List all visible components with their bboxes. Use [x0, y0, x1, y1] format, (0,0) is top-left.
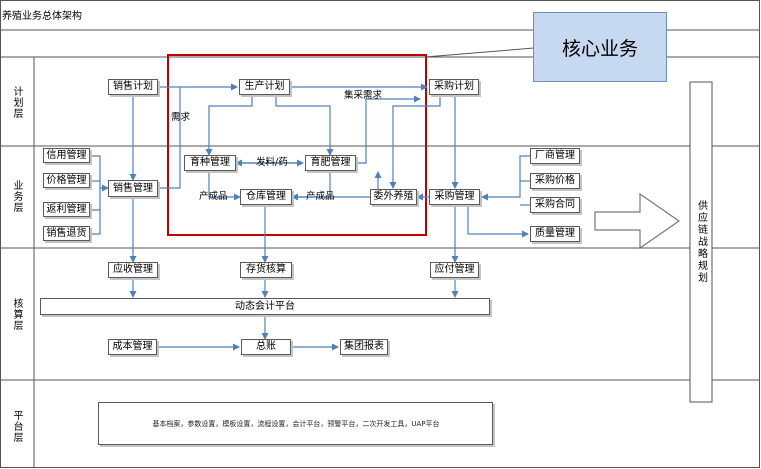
- node-fattening-mgmt: 育肥管理: [305, 155, 356, 171]
- node-purchase-mgmt: 采购管理: [429, 189, 480, 205]
- node-price-mgmt: 价格管理: [43, 173, 90, 188]
- node-payable-mgmt: 应付管理: [430, 262, 479, 278]
- node-rebate-mgmt: 返利管理: [43, 202, 90, 217]
- node-receivable-mgmt: 应收管理: [108, 262, 158, 278]
- layer-label-accounting: 核算层: [11, 298, 22, 331]
- edge-label-finished-right: 产成品: [306, 191, 335, 202]
- node-credit-mgmt: 信用管理: [43, 148, 90, 163]
- node-breeding-mgmt: 育种管理: [184, 155, 236, 171]
- edge-label-feed-medicine: 发料/药: [256, 157, 288, 168]
- right-arrow-icon: [594, 192, 681, 250]
- node-sales-return: 销售退货: [43, 226, 90, 241]
- node-inventory-accounting: 存货核算: [240, 262, 292, 278]
- platform-box: [98, 402, 493, 445]
- edge-label-centralized-demand: 集采需求: [344, 90, 383, 101]
- page-title: 养殖业务总体架构: [2, 11, 82, 22]
- node-purchase-plan: 采购计划: [429, 79, 479, 95]
- node-group-report: 集团报表: [340, 339, 388, 355]
- node-accounting-platform: 动态会计平台: [40, 298, 490, 315]
- layer-label-business: 业务层: [11, 180, 22, 213]
- layer-label-plan: 计划层: [11, 86, 22, 119]
- node-outsourced-breeding: 委外养殖: [370, 189, 417, 205]
- edge-label-finished-left: 产成品: [199, 191, 228, 202]
- node-production-plan: 生产计划: [239, 79, 290, 95]
- core-business-frame: [167, 54, 427, 236]
- edge-label-demand: 需求: [171, 112, 191, 123]
- node-warehouse-mgmt: 仓库管理: [240, 189, 292, 205]
- node-cost-mgmt: 成本管理: [108, 339, 157, 355]
- node-general-ledger: 总账: [241, 339, 291, 355]
- node-purchase-contract: 采购合同: [530, 197, 580, 213]
- node-purchase-price: 采购价格: [530, 173, 580, 189]
- layer-label-platform: 平台层: [11, 410, 22, 443]
- node-quality-mgmt: 质量管理: [530, 226, 580, 242]
- node-sales-mgmt: 销售管理: [108, 180, 158, 197]
- core-business-callout: 核心业务: [533, 12, 667, 82]
- node-vendor-mgmt: 厂商管理: [530, 148, 580, 164]
- supply-chain-strategy: 供应链战略规划: [695, 200, 707, 284]
- platform-description: 基本档案，参数设置，模板设置，流程设置，会计平台，预警平台，二次开发工具，UAP…: [152, 420, 440, 428]
- node-sales-plan: 销售计划: [108, 79, 158, 95]
